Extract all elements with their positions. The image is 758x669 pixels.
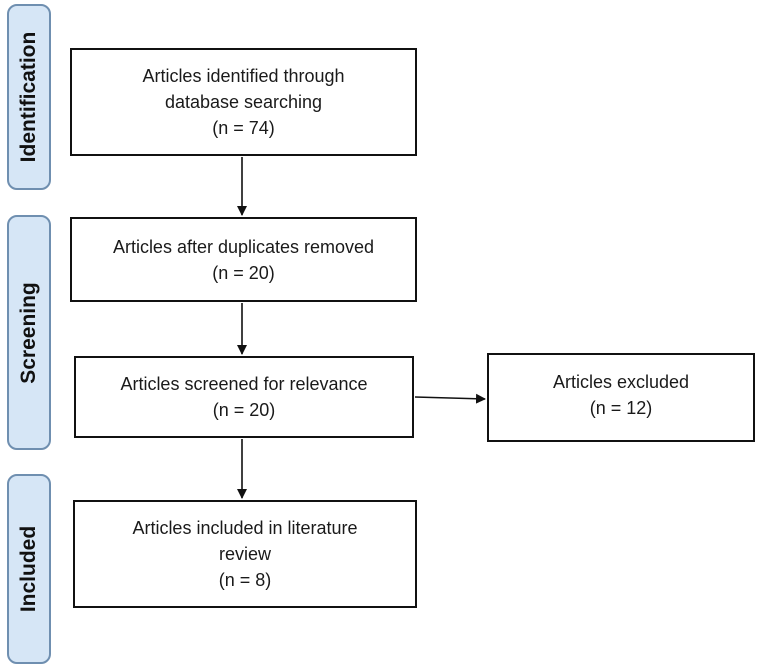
phase-included-label: Included bbox=[17, 525, 40, 613]
box-articles-excluded-line1: Articles excluded bbox=[552, 372, 690, 392]
box-articles-included: Articles included in literature review (… bbox=[73, 500, 417, 608]
box-articles-identified-count: (n = 74) bbox=[212, 118, 275, 138]
box-articles-identified-line2: database searching bbox=[164, 92, 323, 112]
arrow-screened-to-excluded bbox=[414, 393, 486, 404]
box-duplicates-removed-line1: Articles after duplicates removed bbox=[112, 236, 375, 257]
box-duplicates-removed: Articles after duplicates removed (n = 2… bbox=[70, 217, 417, 302]
box-articles-excluded-count: (n = 12) bbox=[589, 398, 653, 418]
box-articles-excluded: Articles excluded (n = 12) bbox=[487, 353, 755, 442]
box-articles-identified-line1: Articles identified through bbox=[142, 66, 345, 86]
phase-identification-label: Identification bbox=[17, 31, 40, 163]
box-articles-identified: Articles identified through database sea… bbox=[70, 48, 417, 156]
box-duplicates-removed-count: (n = 20) bbox=[212, 262, 275, 283]
phase-identification: Identification bbox=[7, 4, 51, 190]
box-articles-screened-count: (n = 20) bbox=[212, 400, 276, 420]
box-articles-screened: Articles screened for relevance (n = 20) bbox=[74, 356, 414, 438]
box-articles-included-line1: Articles included in literature bbox=[132, 518, 358, 538]
box-articles-included-count: (n = 8) bbox=[218, 570, 272, 590]
phase-screening: Screening bbox=[7, 215, 51, 450]
box-articles-included-line2: review bbox=[218, 544, 271, 564]
box-articles-screened-line1: Articles screened for relevance bbox=[120, 374, 368, 394]
phase-included: Included bbox=[7, 474, 51, 664]
phase-screening-label: Screening bbox=[17, 281, 40, 384]
